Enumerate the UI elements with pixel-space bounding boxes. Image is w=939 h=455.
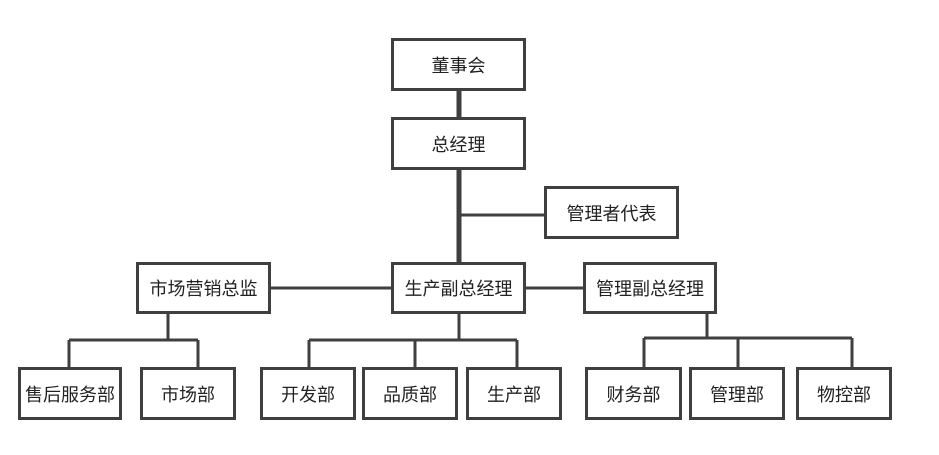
node-management-dept: 管理部: [689, 367, 785, 420]
node-management-vp: 管理副总经理: [583, 262, 717, 314]
node-finance-dept: 财务部: [585, 367, 682, 420]
node-marketing-director: 市场营销总监: [136, 262, 271, 314]
node-production-vp: 生产副总经理: [391, 262, 526, 314]
node-management-representative: 管理者代表: [544, 186, 679, 239]
node-production-dept: 生产部: [466, 367, 562, 420]
node-materials-dept: 物控部: [796, 367, 892, 420]
node-general-manager: 总经理: [391, 117, 526, 170]
node-market-dept: 市场部: [140, 367, 236, 420]
node-dev-dept: 开发部: [260, 367, 356, 420]
node-after-sales-dept: 售后服务部: [18, 367, 122, 420]
node-quality-dept: 品质部: [362, 367, 458, 420]
node-board: 董事会: [391, 38, 526, 91]
